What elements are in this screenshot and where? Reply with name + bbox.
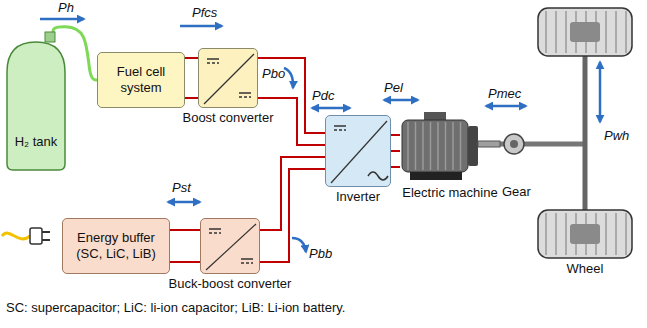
connector-line	[170, 261, 200, 263]
inverter-box: Inverter	[325, 115, 391, 187]
node-label: Inverter	[336, 189, 380, 205]
power-label: Pmec	[488, 86, 521, 102]
gear-symbol	[504, 134, 524, 154]
power-label: Pst	[172, 180, 191, 196]
node-label: Electric machine	[402, 185, 497, 201]
node-label: Energy buffer (SC, LiC, LiB)	[67, 230, 165, 261]
power-wire	[185, 58, 198, 98]
node-label: Fuel cell system	[102, 64, 180, 95]
process-box: Fuel cell system	[97, 52, 185, 108]
connector-line	[391, 134, 400, 136]
converter-box: Buck-boost converter	[200, 218, 260, 274]
connector-line	[391, 150, 400, 152]
converter-box: Boost converter	[198, 48, 258, 108]
connector-line	[391, 166, 400, 168]
hydrogen-tank: H₂ tank	[5, 32, 67, 170]
node-outline	[326, 116, 392, 188]
power-label: Pbb	[309, 246, 332, 262]
node-outline	[400, 104, 500, 182]
connector-line	[170, 229, 200, 231]
caption: SC: supercapacitor; LiC: li-ion capacito…	[6, 300, 345, 316]
node-label: Boost converter	[182, 110, 273, 126]
connector-line	[260, 157, 325, 230]
power-wire	[170, 230, 200, 262]
node-label: Wheel	[567, 261, 604, 277]
part-label: Gear	[502, 184, 531, 200]
node-label: Buck-boost converter	[169, 276, 292, 292]
storage-box: Energy buffer (SC, LiC, LiB)	[62, 218, 170, 274]
electric-machine: Electric machine	[400, 104, 500, 182]
power-label: Pbo	[262, 66, 285, 82]
power-label: Pdc	[312, 88, 334, 104]
node-outline	[199, 49, 259, 109]
power-label: Ph	[58, 0, 74, 16]
connector-line	[185, 97, 198, 99]
power-label: Pfcs	[192, 5, 217, 21]
power-label: Pel	[384, 80, 403, 96]
node-label: H₂ tank	[5, 134, 67, 150]
power-label: Pwh	[604, 128, 629, 144]
connector-line	[185, 57, 198, 59]
power-wire	[391, 135, 400, 167]
node-outline	[201, 219, 261, 275]
power-plug	[2, 228, 50, 244]
